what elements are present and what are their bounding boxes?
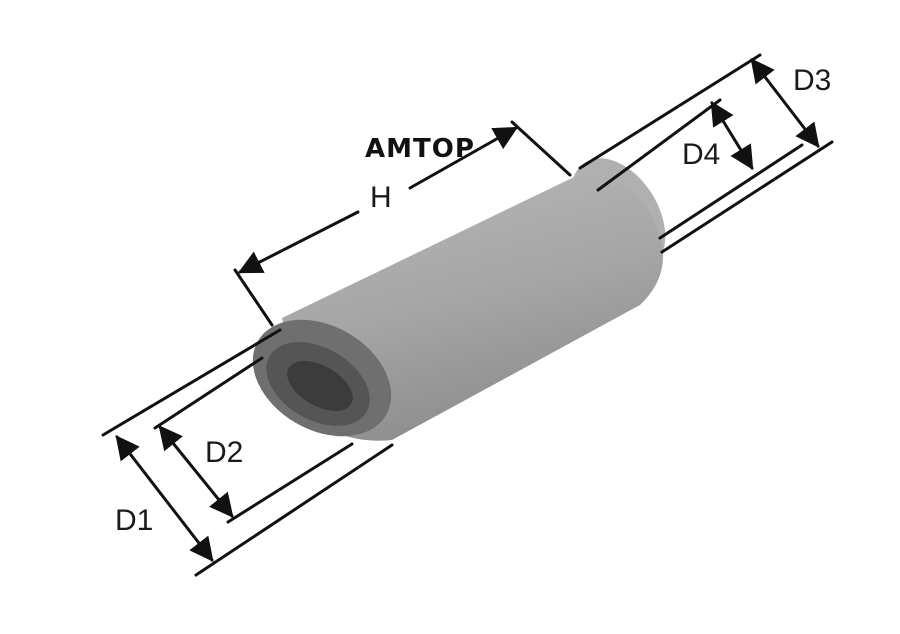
dimension-d4: D4 — [596, 98, 804, 240]
filter-cylinder — [252, 158, 666, 441]
dimension-label-d2: D2 — [205, 436, 243, 469]
dimension-h: H — [233, 120, 572, 327]
dimension-label-h: H — [370, 181, 392, 214]
dimension-label-d4: D4 — [682, 138, 720, 171]
dimension-label-d1: D1 — [115, 504, 153, 537]
inner-hole — [287, 361, 353, 411]
dimension-d2: D2 — [153, 356, 354, 524]
brand-logo: AMTOP — [365, 134, 475, 164]
dimension-d1: D1 — [101, 328, 394, 577]
dimension-d3: D3 — [578, 53, 834, 254]
dimension-label-d3: D3 — [793, 64, 831, 97]
